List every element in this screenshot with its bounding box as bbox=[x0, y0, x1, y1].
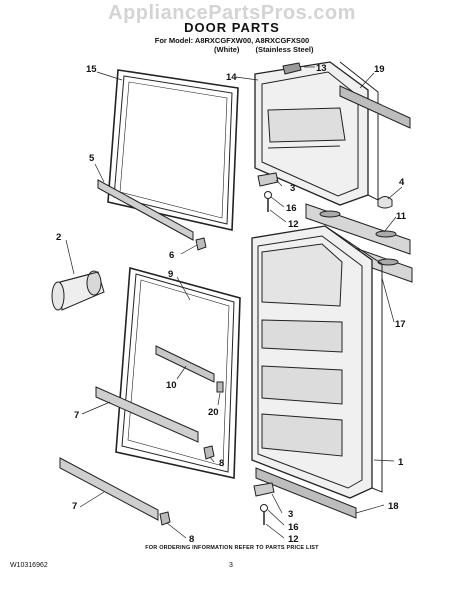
callout-16-lower: 16 bbox=[288, 522, 299, 533]
shelf-clip-middle bbox=[203, 445, 215, 460]
page-title: DOOR PARTS bbox=[184, 20, 280, 35]
door-bar-end-cap bbox=[216, 381, 224, 393]
variant-labels: (White) (Stainless Steel) bbox=[214, 45, 327, 54]
model-line: For Model: A8RXCGFXW00, A8RXCGFXS00 bbox=[154, 36, 310, 45]
ordering-note: FOR ORDERING INFORMATION REFER TO PARTS … bbox=[145, 545, 319, 551]
callout-20: 20 bbox=[208, 407, 219, 418]
callout-1: 1 bbox=[398, 457, 404, 468]
callout-14: 14 bbox=[226, 72, 237, 83]
freezer-door bbox=[254, 61, 379, 206]
freezer-door-gasket bbox=[107, 69, 239, 231]
callout-3-upper: 3 bbox=[290, 183, 295, 194]
callout-3-lower: 3 bbox=[288, 509, 293, 520]
callout-12-upper: 12 bbox=[288, 219, 299, 230]
freezer-shelf-bar bbox=[97, 179, 194, 241]
hinge-cap bbox=[377, 196, 393, 209]
leader-lines bbox=[65, 66, 403, 539]
shelf-clip-lower bbox=[159, 511, 171, 526]
callout-11: 11 bbox=[396, 211, 407, 222]
callout-6: 6 bbox=[169, 250, 174, 261]
watermark: AppliancePartsPros.com bbox=[108, 2, 356, 24]
callout-13: 13 bbox=[316, 63, 327, 74]
callout-7-upper: 7 bbox=[74, 410, 79, 421]
document-number: W10316962 bbox=[10, 562, 48, 569]
door-handle-upper bbox=[305, 203, 411, 255]
callout-17: 17 bbox=[395, 319, 406, 330]
callout-5: 5 bbox=[89, 153, 95, 164]
callout-18: 18 bbox=[388, 501, 399, 512]
fresh-food-door bbox=[251, 225, 383, 499]
variant-stainless: (Stainless Steel) bbox=[255, 45, 314, 54]
page-number: 3 bbox=[229, 562, 233, 569]
callout-10: 10 bbox=[166, 380, 177, 391]
callout-8-lower: 8 bbox=[189, 534, 194, 545]
dairy-compartment bbox=[51, 270, 105, 311]
door-shelf-bar-lower bbox=[59, 457, 159, 521]
callout-9: 9 bbox=[168, 269, 173, 280]
door-bar bbox=[155, 345, 215, 383]
variant-white: (White) bbox=[214, 45, 240, 54]
callout-16-upper: 16 bbox=[286, 203, 297, 214]
callout-4: 4 bbox=[399, 177, 405, 188]
upper-hinge-hardware bbox=[257, 172, 279, 212]
fresh-food-door-gasket bbox=[115, 266, 241, 479]
callout-7-lower: 7 bbox=[72, 501, 77, 512]
callout-15: 15 bbox=[86, 64, 97, 75]
lower-hinge-hardware bbox=[253, 482, 275, 525]
callout-8-upper: 8 bbox=[219, 458, 224, 469]
model-badge bbox=[282, 62, 302, 75]
callout-2: 2 bbox=[56, 232, 61, 243]
shelf-clip-upper bbox=[195, 237, 207, 251]
callout-12-lower: 12 bbox=[288, 534, 299, 545]
door-bottom-trim bbox=[255, 467, 357, 519]
door-shelf-bar-upper bbox=[95, 386, 199, 443]
door-top-trim bbox=[339, 85, 411, 129]
callout-19: 19 bbox=[374, 64, 385, 75]
